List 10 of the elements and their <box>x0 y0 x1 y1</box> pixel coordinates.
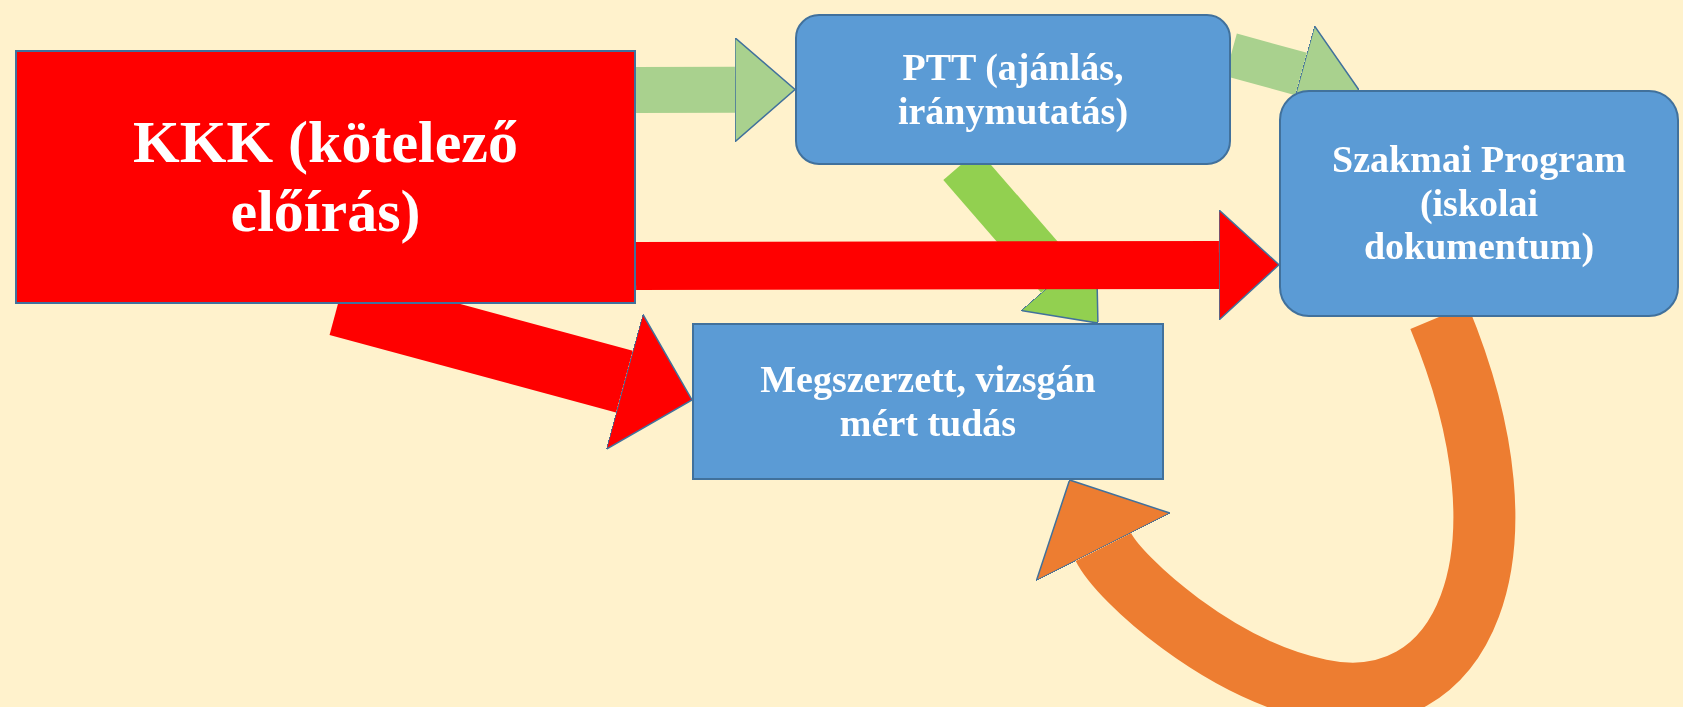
block-arrow <box>635 36 796 143</box>
process-box <box>1279 90 1679 317</box>
node-label: KKK (kötelező előírás) <box>132 108 519 246</box>
node-label: PTT (ajánlás, iránymutatás) <box>896 45 1130 134</box>
node-label: Megszerzett, vizsgán mért tudás <box>759 357 1097 446</box>
block-arrow <box>635 209 1280 321</box>
process-box <box>15 50 636 304</box>
process-box <box>795 14 1231 165</box>
process-box <box>692 323 1164 480</box>
node-label: Szakmai Program (iskolai dokumentum) <box>1331 137 1627 270</box>
